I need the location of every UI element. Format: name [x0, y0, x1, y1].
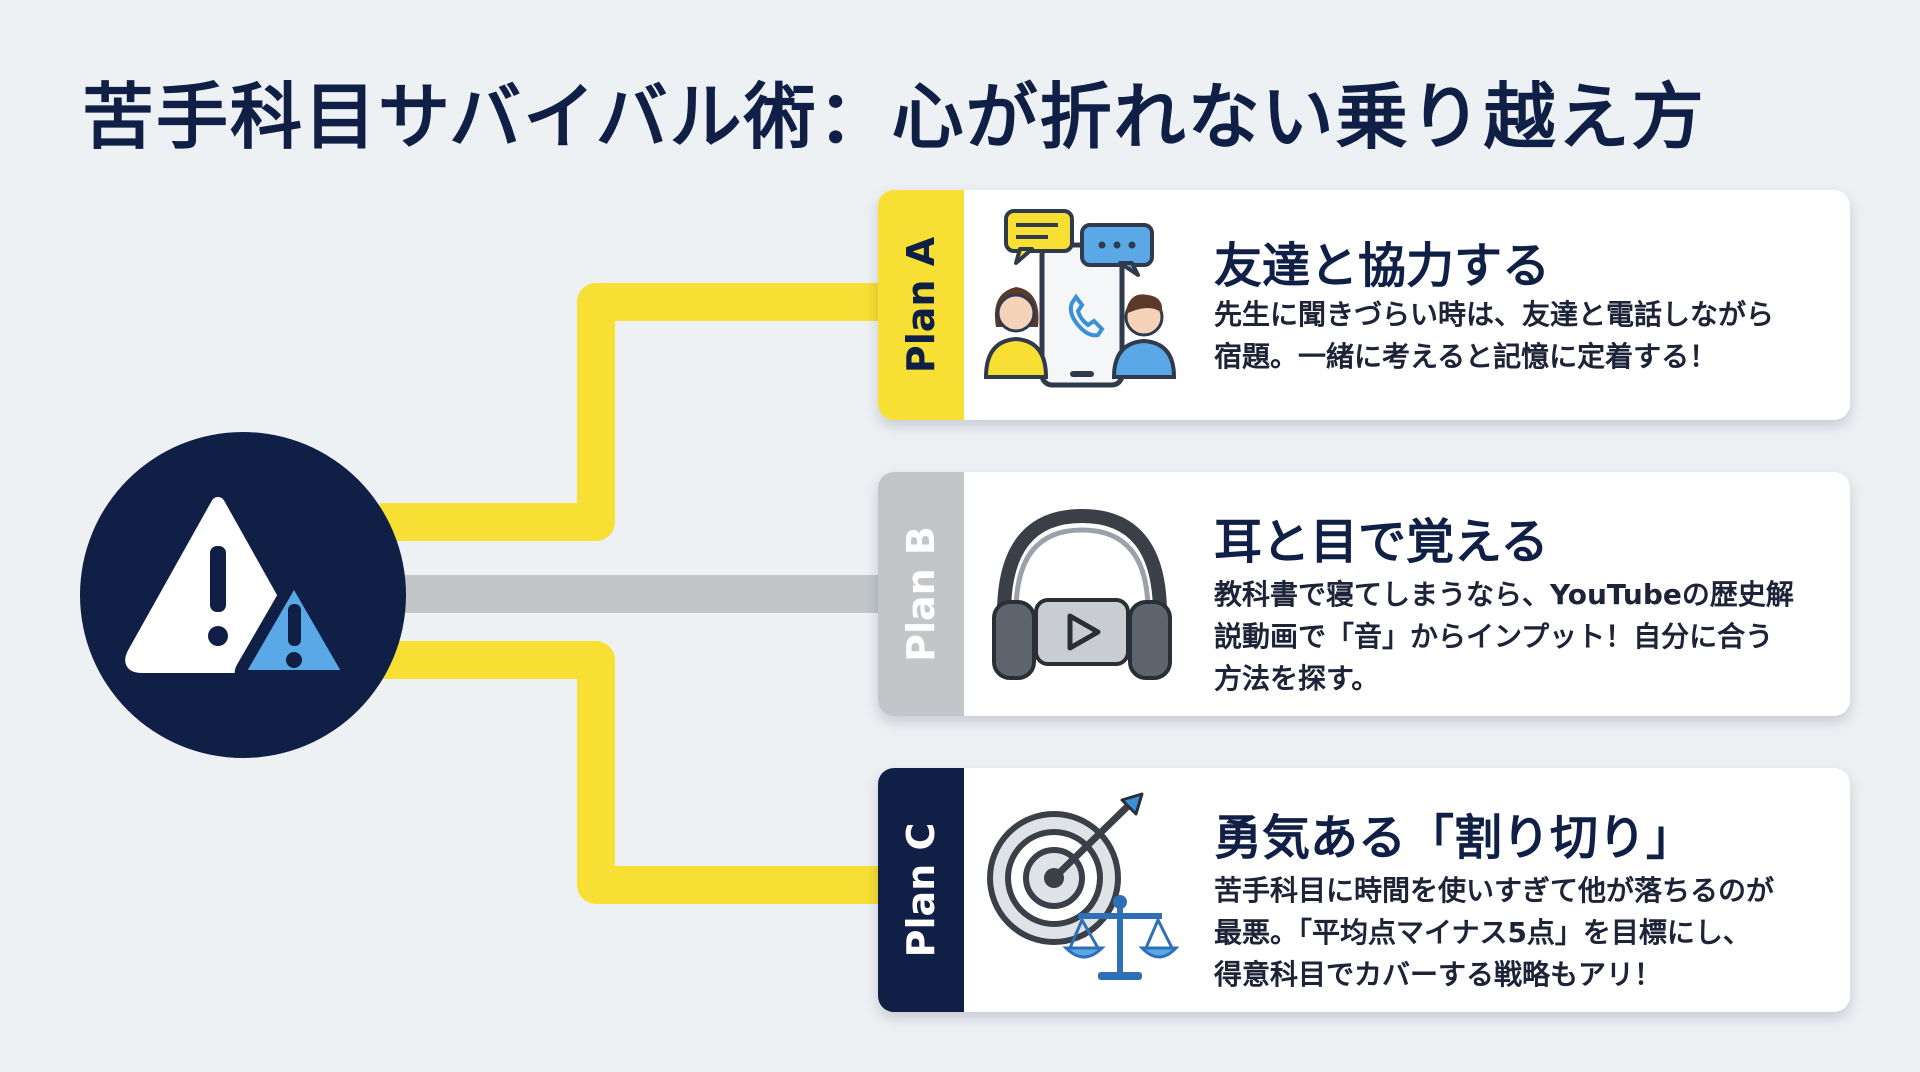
- plan-tab-a: Plan A: [878, 190, 964, 420]
- plan-heading-b: 耳と目で覚える: [1214, 514, 1549, 570]
- connector-plan-c: [380, 641, 884, 904]
- plan-label-b: Plan B: [899, 526, 943, 662]
- plan-body-line: 教科書で寝てしまうなら、YouTubeの歴史解: [1214, 578, 1794, 611]
- plan-body-line: 苦手科目に時間を使いすぎて他が落ちるのが: [1214, 874, 1775, 907]
- warning-icon: [125, 497, 354, 682]
- plan-heading-a: 友達と協力する: [1214, 238, 1551, 294]
- plan-label-a: Plan A: [899, 236, 943, 374]
- friends-phone-call-icon: [983, 209, 1177, 388]
- plan-body-line: 宿題。一緒に考えると記憶に定着する！: [1214, 340, 1718, 373]
- plan-tab-c: Plan C: [878, 768, 964, 1012]
- connector-plan-a: [380, 283, 884, 541]
- plan-label-c: Plan C: [899, 822, 943, 958]
- plan-heading-c: 勇気ある「割り切り」: [1214, 810, 1695, 866]
- plan-card-a: Plan A 友達と協力する 先生に聞きづらい時は、友達と電話しながら 宿題。一…: [878, 190, 1850, 420]
- target-scale-icon: [987, 792, 1180, 980]
- plan-body-a: 先生に聞きづらい時は、友達と電話しながら 宿題。一緒に考えると記憶に定着する！: [1214, 294, 1814, 378]
- plan-body-line: 方法を探す。: [1214, 662, 1380, 695]
- plan-body-line: 説動画で「音」からインプット！自分に合う: [1214, 620, 1774, 653]
- page-title: 苦手科目サバイバル術：心が折れない乗り越え方: [82, 75, 1706, 159]
- headphones-video-icon: [992, 508, 1172, 680]
- plan-body-b: 教科書で寝てしまうなら、YouTubeの歴史解 説動画で「音」からインプット！自…: [1214, 574, 1814, 700]
- warning-hub: [80, 432, 406, 758]
- plan-tab-b: Plan B: [878, 472, 964, 716]
- plan-card-c: Plan C 勇気ある「割り切り」 苦手科目に時間を使いすぎて他が落ちるのが 最…: [878, 768, 1850, 1012]
- plan-body-c: 苦手科目に時間を使いすぎて他が落ちるのが 最悪。「平均点マイナス5点」を目標にし…: [1214, 870, 1814, 996]
- plan-body-line: 最悪。「平均点マイナス5点」を目標にし、: [1214, 916, 1751, 949]
- plan-body-line: 得意科目でカバーする戦略もアリ！: [1214, 958, 1663, 991]
- plan-body-line: 先生に聞きづらい時は、友達と電話しながら: [1214, 298, 1775, 331]
- plan-card-b: Plan B 耳と目で覚える 教科書で寝てしまうなら、YouTubeの歴史解 説…: [878, 472, 1850, 716]
